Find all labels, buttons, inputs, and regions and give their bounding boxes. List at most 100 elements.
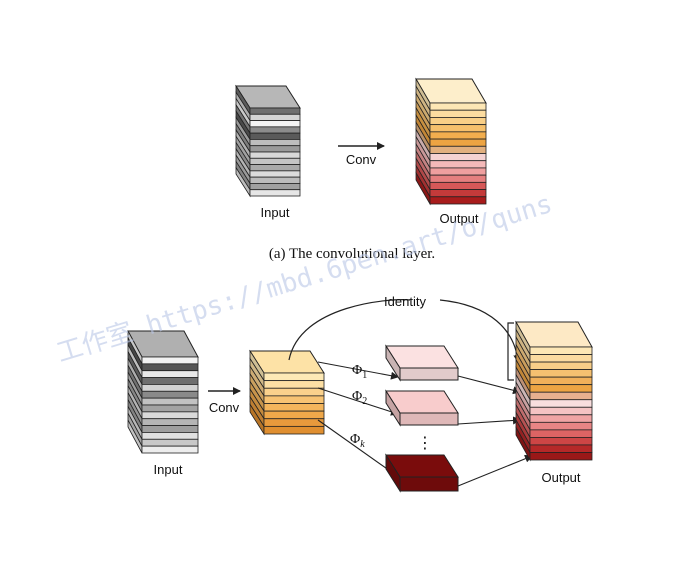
arrow-phi-2-to-output bbox=[457, 416, 521, 425]
figure-a-input-front-slice bbox=[249, 176, 301, 184]
figure-b-input-front-slice bbox=[141, 418, 199, 426]
figure-a-input-stack bbox=[235, 84, 301, 198]
figure-b-input-front-slice bbox=[141, 390, 199, 399]
watermark: 工作室 https://mbd.6pen.art/o/quns bbox=[53, 189, 556, 369]
figure-b-output-front-slice bbox=[529, 444, 593, 453]
figure-b-input-front-slice bbox=[141, 377, 199, 385]
figure-b-output-label: Output bbox=[541, 470, 580, 485]
figure-b-conv-label: Conv bbox=[209, 400, 240, 415]
figure-b-output-front-slice bbox=[529, 414, 593, 423]
figure-b-output-front-slice bbox=[529, 452, 593, 461]
figure-b-mid-front-slice bbox=[263, 395, 325, 404]
figure-b-mid-front-slice bbox=[263, 410, 325, 420]
figure-a-input-front-slice bbox=[249, 126, 301, 134]
figure-a-output-front-slice bbox=[429, 145, 487, 154]
figure-a-output-front-slice bbox=[429, 189, 487, 198]
phi-2-feature-slab bbox=[385, 389, 459, 427]
figure-b-output-stack bbox=[515, 320, 593, 462]
figure-a-output-stack bbox=[415, 77, 487, 206]
phi-1-slab-front-face bbox=[399, 367, 459, 381]
figure-b-input-front-slice bbox=[141, 432, 199, 440]
figure-a-input-front-slice bbox=[249, 120, 301, 128]
figure-a-caption: (a) The convolutional layer. bbox=[269, 246, 435, 262]
figure-a-output-front-slice bbox=[429, 117, 487, 126]
figure-a-input-front-slice bbox=[249, 113, 301, 121]
phi-2-label: Φ2 bbox=[352, 389, 367, 407]
figure-b-input-front-slice bbox=[141, 425, 199, 433]
arrow-to-phi-2 bbox=[317, 387, 399, 416]
phi-1-feature-slab bbox=[385, 344, 459, 382]
figure-a-output-front-slice bbox=[429, 102, 487, 111]
phi-k-label: Φk bbox=[350, 432, 365, 450]
figure-b-mid-front-slice bbox=[263, 425, 325, 435]
figure-b-input-front-slice bbox=[141, 445, 199, 454]
figure-a-output-label: Output bbox=[439, 211, 478, 226]
figure-b-input-front-slice bbox=[141, 438, 199, 447]
figure-b-conv-features-stack bbox=[249, 349, 325, 436]
figure-b: Input Conv Identity Φ1 Φ2 Φk ⋮ Output bbox=[127, 294, 593, 493]
phi-1-label: Φ1 bbox=[352, 363, 367, 381]
figure-b-input-label: Input bbox=[154, 462, 183, 477]
figure-a-output-front-slice bbox=[429, 131, 487, 140]
figure-b-output-front-slice bbox=[529, 429, 593, 438]
figure-b-input-front-slice bbox=[141, 363, 199, 372]
phi-ellipsis: ⋮ bbox=[417, 435, 433, 452]
figure-a: Input Conv Output (a) The convolutional … bbox=[235, 77, 487, 262]
figure-a-conv-label: Conv bbox=[346, 152, 377, 167]
figure-b-output-front-slice bbox=[529, 384, 593, 393]
figure-b-mid-front-slice bbox=[263, 387, 325, 397]
figure-a-input-front-slice bbox=[249, 170, 301, 178]
figure-b-output-front-slice bbox=[529, 346, 593, 355]
figure-a-input-label: Input bbox=[261, 205, 290, 220]
figure-b-output-front-slice bbox=[529, 369, 593, 378]
figure-b-input-front-slice bbox=[141, 356, 199, 365]
figure-a-output-front-slice bbox=[429, 196, 487, 205]
figure-a-input-front-slice bbox=[249, 151, 301, 159]
figure-a-input-front-slice bbox=[249, 139, 301, 147]
figure-b-output-front-slice bbox=[529, 376, 593, 386]
figure-b-output-front-slice bbox=[529, 399, 593, 408]
figure-b-mid-front-slice bbox=[263, 418, 325, 427]
figure-b-input-front-slice bbox=[141, 404, 199, 413]
identity-curve-left bbox=[288, 299, 411, 361]
figure-b-mid-front-slice bbox=[263, 372, 325, 382]
identity-label: Identity bbox=[384, 294, 426, 309]
figure-b-input-front-slice bbox=[141, 370, 199, 378]
figure-a-output-front-slice bbox=[429, 174, 487, 183]
figure-b-mid-front-slice bbox=[263, 380, 325, 389]
figure-a-output-front-slice bbox=[429, 167, 487, 176]
figure-a-input-front-slice bbox=[249, 189, 301, 197]
figure-b-output-front-slice bbox=[529, 436, 593, 446]
figure-a-output-front-slice bbox=[429, 138, 487, 147]
figure-a-output-front-slice bbox=[429, 124, 487, 133]
arrow-phi-k-to-output bbox=[457, 454, 533, 487]
identity-bracket bbox=[507, 322, 514, 381]
figure-b-input-stack bbox=[127, 330, 199, 454]
figure-a-input-front-slice bbox=[249, 145, 301, 153]
figure-b-output-front-slice bbox=[529, 361, 593, 371]
figure-b-output-front-slice bbox=[529, 354, 593, 363]
figure-b-mid-front-slice bbox=[263, 403, 325, 412]
figure-b-input-front-slice bbox=[141, 411, 199, 420]
arrow-to-phi-1 bbox=[317, 361, 399, 380]
figure-b-input-front-slice bbox=[141, 384, 199, 392]
figure-a-input-front-slice bbox=[249, 157, 301, 165]
arrow-phi-1-to-output bbox=[457, 375, 521, 395]
figure-b-output-front-slice bbox=[529, 406, 593, 416]
figure-a-input-front-slice bbox=[249, 107, 301, 115]
figure-a-output-front-slice bbox=[429, 109, 487, 118]
figure-a-output-front-slice bbox=[429, 153, 487, 162]
figure-a-input-front-slice bbox=[249, 164, 301, 172]
phi-k-feature-slab bbox=[385, 453, 459, 493]
phi-k-slab-front-face bbox=[399, 476, 459, 492]
figure-b-output-front-slice bbox=[529, 391, 593, 401]
figure-b-input-front-slice bbox=[141, 397, 199, 406]
phi-2-slab-front-face bbox=[399, 412, 459, 426]
figure-a-output-front-slice bbox=[429, 181, 487, 190]
figure-a-input-front-slice bbox=[249, 132, 301, 140]
figure-a-output-front-slice bbox=[429, 160, 487, 169]
figure-b-output-front-slice bbox=[529, 421, 593, 431]
identity-curve-right bbox=[439, 299, 522, 363]
figure-a-input-front-slice bbox=[249, 183, 301, 191]
